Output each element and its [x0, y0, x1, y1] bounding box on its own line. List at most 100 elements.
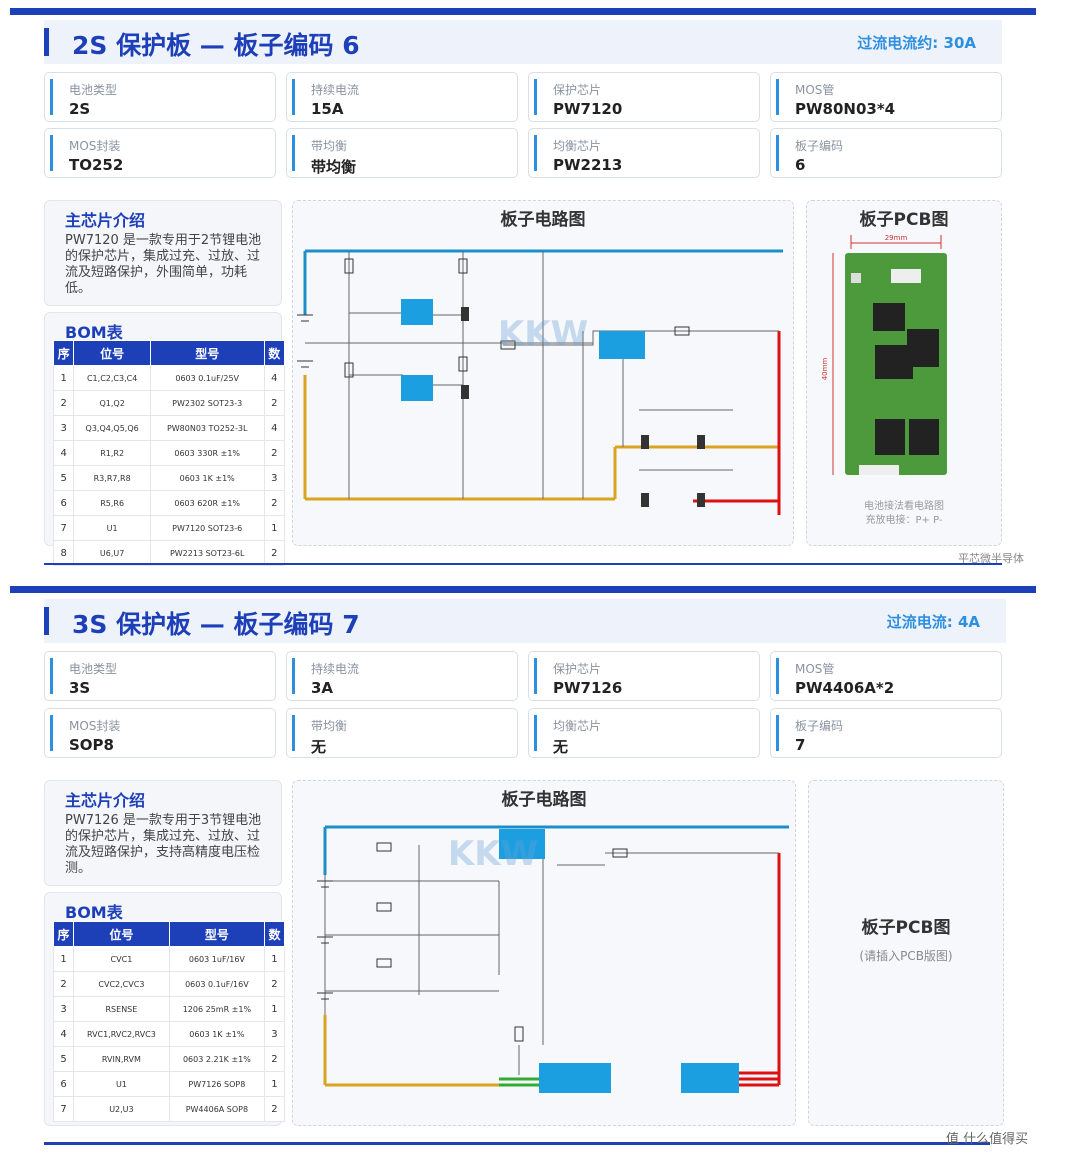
bom-cell: U2,U3 — [73, 1096, 170, 1122]
circuit-title: 板子电路图 — [500, 210, 586, 230]
pcb-width-label: 29mm — [885, 234, 908, 242]
section1-bottom-line — [44, 563, 1002, 565]
card-value: TO252 — [69, 156, 124, 174]
section1-title: 2S 保护板 — 板子编码 6 — [72, 31, 360, 60]
card-label: 电池类型 — [69, 83, 118, 97]
bom-header-cell: 数 — [263, 340, 286, 366]
card-accent — [50, 135, 53, 171]
card-label: 板子编码 — [795, 139, 844, 153]
bom-cell: 4 — [53, 1021, 74, 1047]
section2-circuit-panel: 板子电路图 KKW — [292, 780, 796, 1126]
circuit-watermark: KKW — [448, 834, 538, 874]
bom-cell: 5 — [53, 1046, 74, 1072]
section2-bottom-line — [44, 1142, 990, 1145]
bom-cell: 2 — [53, 971, 74, 997]
card-value: 无 — [553, 738, 569, 756]
card-label: 带均衡 — [311, 139, 348, 153]
bom-header-cell: 序 — [52, 340, 75, 366]
card-label: 保护芯片 — [553, 83, 602, 97]
pcb-title: 板子PCB图 — [859, 210, 949, 230]
bom-cell: Q3,Q4,Q5,Q6 — [73, 415, 151, 441]
bom-cell: PW2213 SOT23-6L — [149, 540, 265, 566]
bom-title: BOM表 — [65, 903, 123, 922]
card-accent — [776, 658, 779, 694]
card-value: PW7120 — [553, 100, 623, 118]
card-value: 带均衡 — [311, 158, 357, 176]
spec-card: 板子编码 6 — [770, 128, 1002, 178]
bom-header-cell: 序 — [53, 921, 74, 947]
card-label: 持续电流 — [311, 83, 360, 97]
section2-pcb-panel: 板子PCB图 (请插入PCB版图) — [808, 780, 1004, 1126]
circuit-title: 板子电路图 — [501, 790, 587, 810]
card-value: 6 — [795, 156, 806, 174]
bom-header-cell: 位号 — [73, 340, 151, 366]
section1-pcb-image: 29mm 40mm — [821, 234, 947, 475]
bom-cell: 6 — [52, 490, 75, 516]
card-accent — [50, 715, 53, 751]
card-value: PW4406A*2 — [795, 679, 895, 697]
section1-header: 2S 保护板 — 板子编码 6 过流电流约: 30A — [44, 20, 1002, 64]
bom-cell: 1 — [263, 1071, 286, 1097]
bom-cell: R3,R7,R8 — [73, 465, 151, 491]
intro-text: PW7126 是一款专用于3节锂电池的保护芯片，集成过充、过放、过流及短路保护，… — [65, 813, 262, 876]
bom-cell: 2 — [263, 1096, 286, 1122]
card-label: 均衡芯片 — [553, 719, 602, 733]
card-label: 板子编码 — [795, 719, 844, 733]
bom-cell: PW7120 SOT23-6 — [149, 515, 265, 541]
bom-cell: 6 — [53, 1071, 74, 1097]
intro-title: 主芯片介绍 — [65, 791, 146, 810]
bom-cell: 2 — [263, 1046, 286, 1072]
bom-cell: 0603 1uF/16V — [168, 946, 265, 972]
bom-header-row: 序位号型号数 — [52, 340, 286, 366]
bom-cell: 1206 25mR ±1% — [168, 996, 265, 1022]
card-label: 保护芯片 — [553, 662, 602, 676]
bom-cell: U1 — [73, 1071, 170, 1097]
section2-intro-panel: 主芯片介绍 PW7126 是一款专用于3节锂电池的保护芯片，集成过充、过放、过流… — [44, 780, 282, 886]
card-label: MOS管 — [795, 83, 835, 97]
spec-card: 板子编码 7 — [770, 708, 1002, 758]
bom-title: BOM表 — [65, 323, 123, 342]
spec-card: 带均衡带均衡 — [286, 128, 518, 178]
bom-cell: 4 — [263, 365, 286, 391]
bom-cell: 0603 1K ±1% — [149, 465, 265, 491]
bom-cell: 0603 0.1uF/25V — [149, 365, 265, 391]
bom-cell: 8 — [52, 540, 75, 566]
pcb-caption-2: 充放电接：P+ P- — [865, 515, 943, 526]
bom-cell: 1 — [53, 946, 74, 972]
bom-cell: 3 — [52, 415, 75, 441]
card-accent — [776, 135, 779, 171]
bom-cell: 0603 330R ±1% — [149, 440, 265, 466]
bom-header-cell: 型号 — [149, 340, 265, 366]
intro-title: 主芯片介绍 — [65, 211, 146, 230]
bom-cell: 4 — [52, 440, 75, 466]
header-accent-bar — [44, 28, 49, 56]
intro-text: PW7120 是一款专用于2节锂电池的保护芯片，集成过充、过放、过流及短路保护，… — [65, 233, 262, 296]
card-value: 7 — [795, 736, 806, 754]
bom-cell: PW7126 SOP8 — [168, 1071, 265, 1097]
bom-cell: 3 — [53, 996, 74, 1022]
bom-cell: 0603 0.1uF/16V — [168, 971, 265, 997]
pcb-placeholder: (请插入PCB版图) — [859, 949, 953, 963]
card-value: 无 — [311, 738, 327, 756]
spec-card: 均衡芯片无 — [528, 708, 760, 758]
bom-header-cell: 位号 — [73, 921, 170, 947]
header-accent-bar — [44, 607, 49, 635]
bom-cell: 1 — [263, 946, 286, 972]
bom-cell: 0603 620R ±1% — [149, 490, 265, 516]
bom-cell: R1,R2 — [73, 440, 151, 466]
card-accent — [292, 658, 295, 694]
card-accent — [292, 715, 295, 751]
card-accent — [776, 79, 779, 115]
card-accent — [292, 79, 295, 115]
